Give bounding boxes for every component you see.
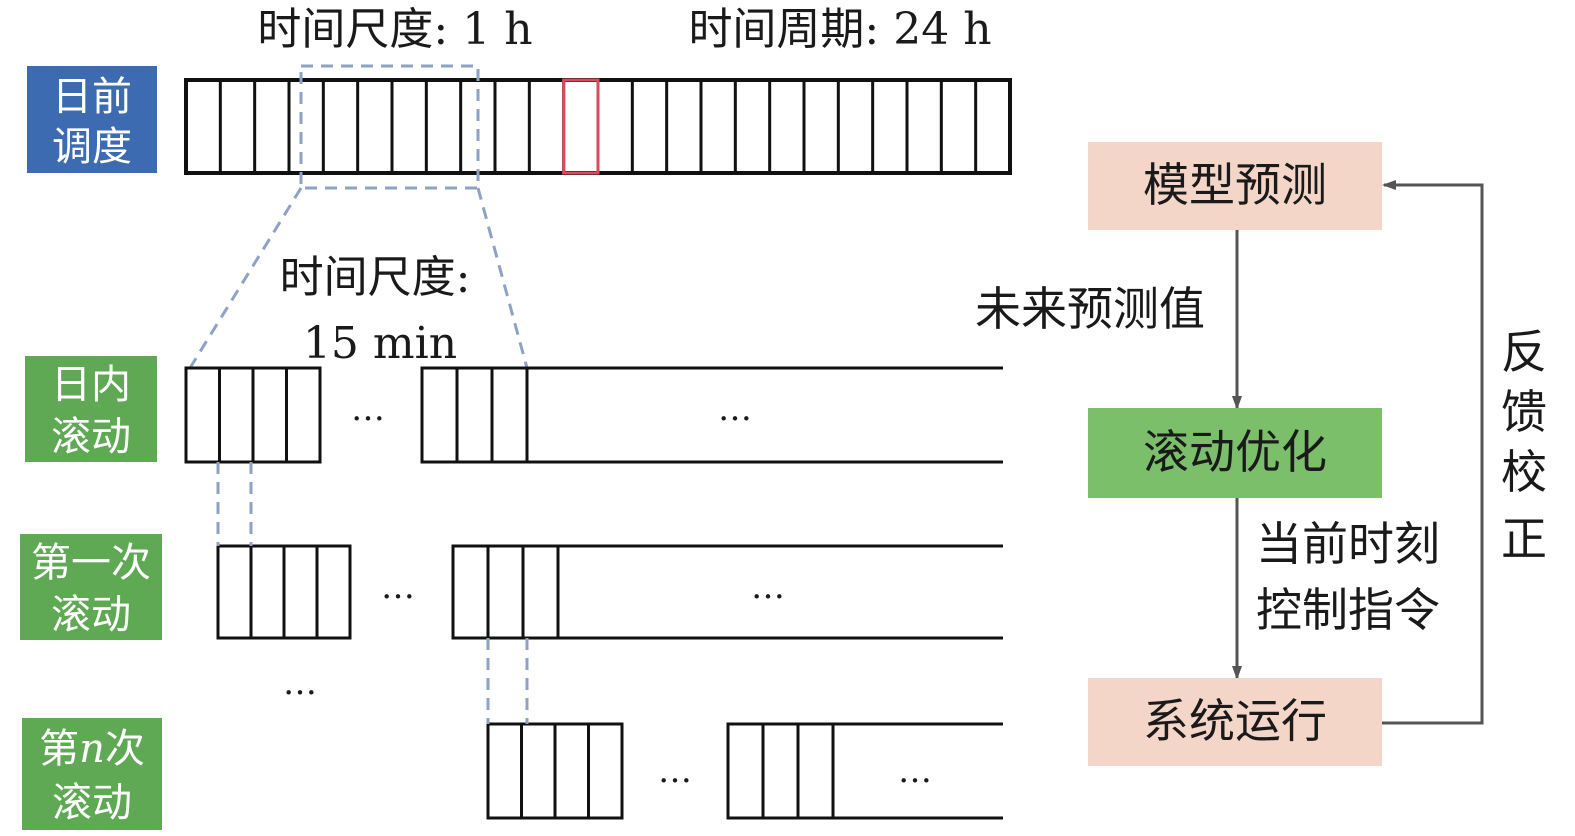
day-ahead-tag-line1: 日前 — [52, 74, 132, 120]
time-slot — [218, 366, 255, 464]
first-roll-timeline: …… — [216, 544, 1003, 640]
roll-shift-connectors — [216, 462, 529, 724]
system-operate-box — [1088, 678, 1382, 766]
nth-roll-tag — [22, 718, 162, 830]
nth-roll-variable: n — [79, 726, 105, 772]
intraday-tag-line2: 滚动 — [51, 414, 131, 460]
intraday-ellipsis-1: … — [351, 389, 385, 429]
intraday-tag — [25, 356, 157, 462]
command-label-line1: 当前时刻 — [1256, 517, 1440, 571]
feedback-char-2: 馈 — [1501, 385, 1547, 439]
intraday-first-block — [184, 366, 322, 464]
time-slot — [420, 366, 459, 464]
nth-roll-first-block — [486, 722, 624, 820]
day-ahead-tag — [27, 66, 157, 173]
time-slot — [490, 366, 529, 464]
time-slot — [455, 366, 494, 464]
zoom-projection — [188, 64, 529, 369]
nth-roll-tag-line1: 第n次 — [39, 726, 145, 772]
nth-roll-ellipsis-1: … — [658, 751, 692, 791]
hourly-scale-label: 时间尺度: 1 h — [257, 4, 532, 55]
time-slot — [251, 366, 288, 464]
future-values-label: 未来预测值 — [975, 282, 1205, 336]
day-ahead-tag-line2: 调度 — [52, 124, 132, 170]
intraday-scale-label-line2: 15 min — [303, 318, 457, 369]
first-roll-first-block — [216, 544, 352, 640]
time-slot — [451, 544, 490, 640]
nth-roll-ellipsis-2: … — [898, 751, 932, 791]
feedback-char-4: 正 — [1501, 512, 1547, 566]
intraday-timeline: …… — [184, 366, 1003, 464]
time-slot — [184, 366, 221, 464]
time-slot — [796, 722, 835, 820]
day-ahead-timeline — [184, 78, 1012, 175]
time-slot — [486, 722, 523, 820]
time-slot — [520, 722, 557, 820]
first-roll-ellipsis-1: … — [381, 567, 415, 607]
feedback-char-1: 反 — [1501, 325, 1547, 379]
nth-roll-suffix: 次 — [105, 726, 145, 772]
time-slot — [761, 722, 800, 820]
first-roll-tag-line1: 第一次 — [31, 540, 151, 586]
model-predict-label: 模型预测 — [1143, 158, 1327, 212]
feedback-loop-arrow — [1382, 180, 1484, 725]
nth-roll-tag-line2: 滚动 — [52, 780, 132, 826]
command-label-line2: 控制指令 — [1256, 583, 1440, 637]
rolling-optimize-box — [1088, 408, 1382, 498]
time-slot — [285, 366, 322, 464]
system-operate-label: 系统运行 — [1143, 694, 1327, 748]
rows-ellipsis: … — [283, 663, 317, 703]
model-predict-box — [1088, 142, 1382, 230]
intraday-second-block — [420, 366, 529, 464]
time-slot — [587, 722, 624, 820]
first-roll-tag-line2: 滚动 — [51, 592, 131, 638]
time-slot — [315, 544, 352, 640]
time-slot — [282, 544, 319, 640]
first-roll-second-block — [451, 544, 560, 640]
rolling-optimize-label: 滚动优化 — [1143, 425, 1327, 479]
nth-roll-prefix: 第 — [39, 726, 79, 772]
intraday-ellipsis-2: … — [718, 389, 752, 429]
intraday-scale-label-line1: 时间尺度: — [280, 252, 471, 303]
time-slot — [553, 722, 590, 820]
feedback-label: 反 馈 校 正 — [1501, 325, 1547, 566]
time-slot — [521, 544, 560, 640]
nth-roll-timeline: …… — [486, 722, 1003, 820]
time-slot — [726, 722, 765, 820]
first-roll-tag — [20, 534, 162, 640]
time-slot — [249, 544, 286, 640]
time-slot — [216, 544, 253, 640]
current-hour-highlight — [562, 78, 600, 175]
time-slot — [486, 544, 525, 640]
intraday-tag-line1: 日内 — [51, 362, 131, 408]
feedback-char-3: 校 — [1501, 445, 1547, 499]
period-label: 时间周期: 24 h — [688, 4, 991, 55]
nth-roll-second-block — [726, 722, 835, 820]
first-roll-ellipsis-2: … — [751, 567, 785, 607]
